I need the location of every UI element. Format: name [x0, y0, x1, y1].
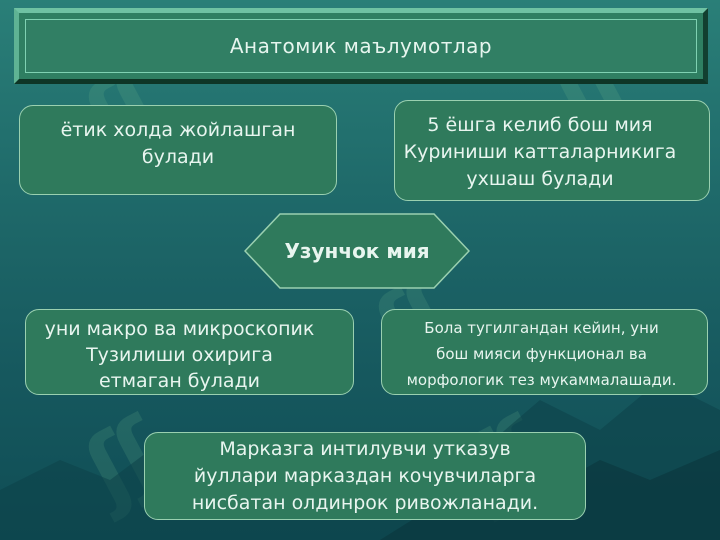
box-top-right: 5 ёшга келиб бош мия Куриниши катталарни… [394, 100, 710, 201]
box-bottom: Марказга интилувчи утказув йуллари марка… [144, 432, 586, 520]
box-mid-left-text: уни макро ва микроскопик Тузилиши охириг… [44, 318, 315, 392]
title-bar-inner-frame [25, 19, 697, 73]
box-bottom-text: Марказга интилувчи утказув йуллари марка… [191, 437, 539, 514]
box-mid-right-text: Бола тугилгандан кейин, уни бош мияси фу… [406, 319, 677, 389]
title-bar: Анатомик маълумотлар [14, 8, 708, 84]
center-label: Узунчок мия [284, 239, 430, 263]
center-hexagon [244, 213, 470, 289]
page-title: Анатомик маълумотлар [229, 34, 493, 58]
box-top-right-text: 5 ёшга келиб бош мия Куриниши катталарни… [403, 114, 677, 190]
box-top-left: ётик холда жойлашган булади [19, 105, 337, 195]
box-mid-right: Бола тугилгандан кейин, уни бош мияси фу… [381, 309, 708, 395]
box-mid-left: уни макро ва микроскопик Тузилиши охириг… [25, 309, 354, 395]
box-top-left-text: ётик холда жойлашган булади [60, 119, 296, 168]
